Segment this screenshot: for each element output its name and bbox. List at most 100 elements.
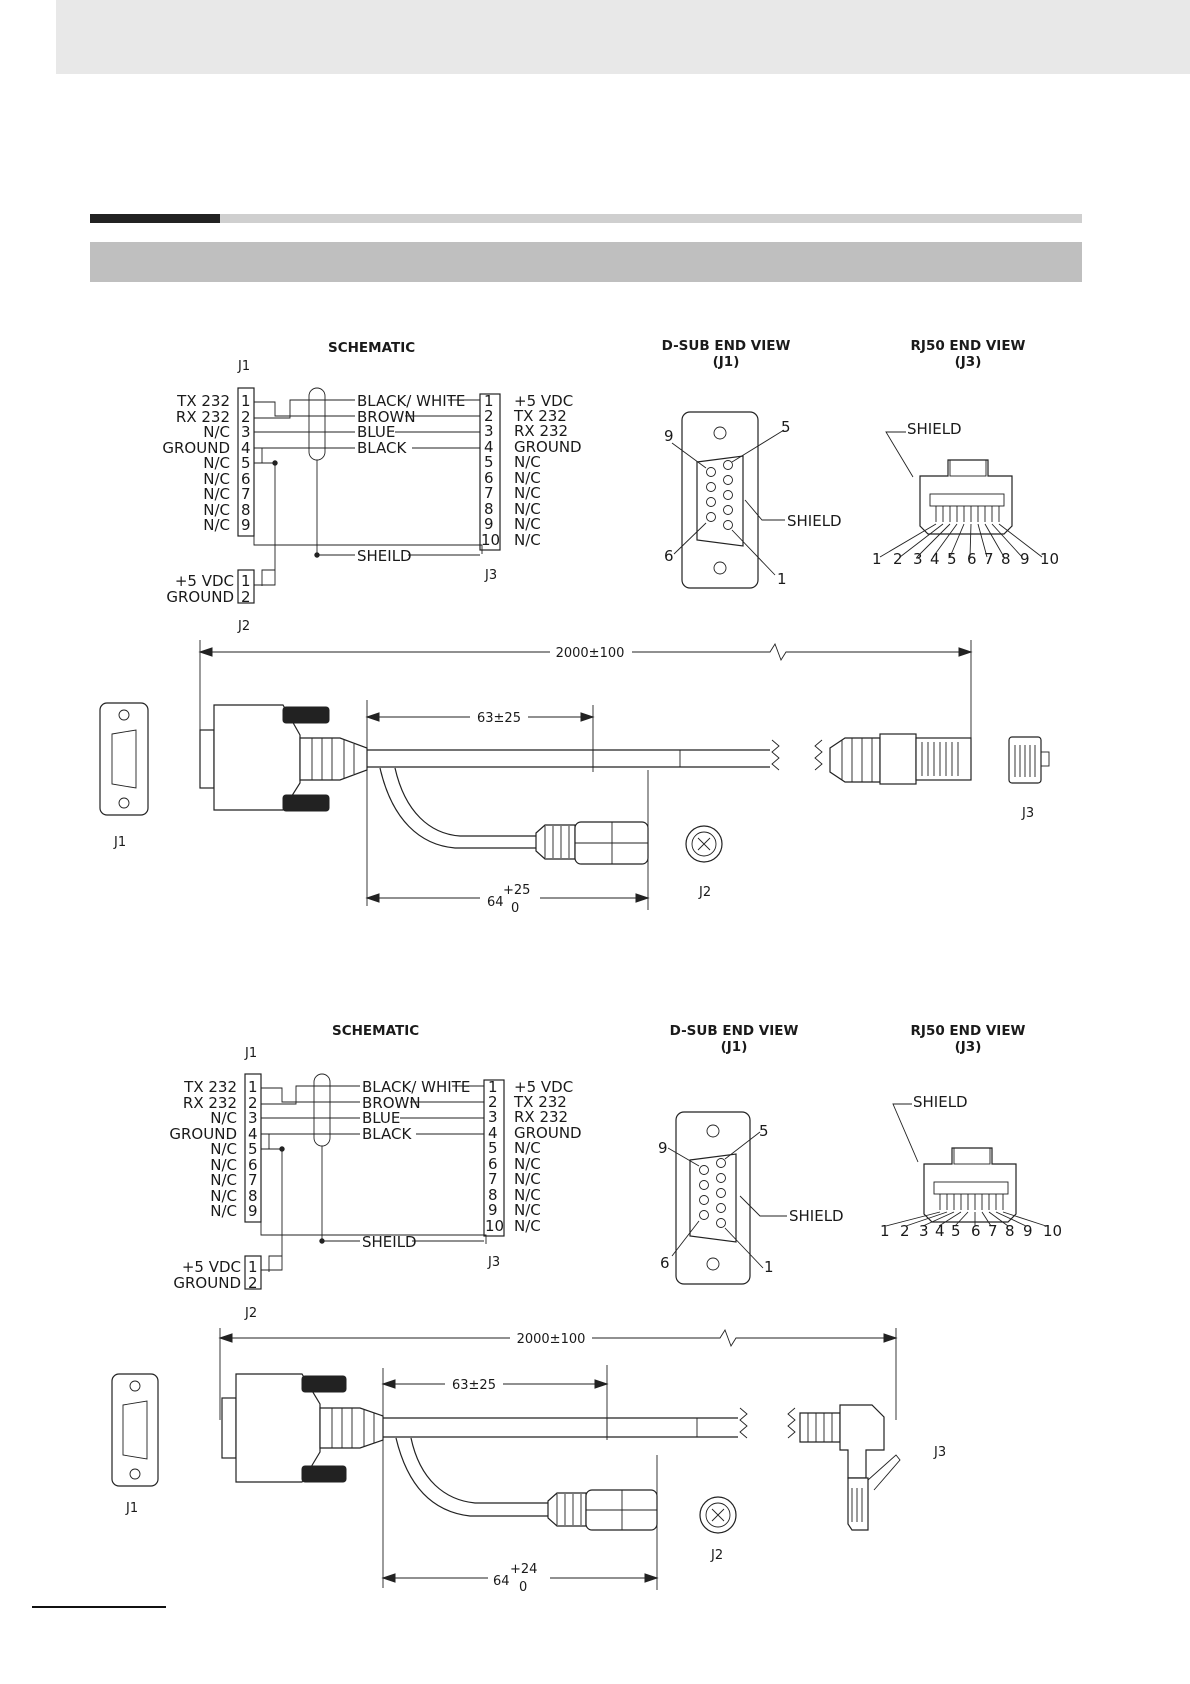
- dsub-title: D-SUB END VIEW: [670, 1023, 799, 1039]
- dsub-mount-hole-bottom: [713, 561, 727, 575]
- j1-pin-3: 3: [241, 423, 251, 441]
- j2-label: J2: [244, 1306, 257, 1321]
- j1-signal-1: TX 232: [183, 1078, 237, 1096]
- overall-length-dim: 2000±100: [556, 646, 625, 661]
- wire-label-1: BLACK/ WHITE: [362, 1078, 470, 1096]
- j3-pin-5: 5: [484, 453, 494, 471]
- j3-pin-block: [479, 393, 501, 551]
- dsub-shell: [675, 1111, 751, 1285]
- j3-signal-2: TX 232: [513, 1093, 567, 1111]
- j1-signal-3: N/C: [203, 423, 230, 441]
- rj50-end-view-1: RJ50 END VIEW (J3) SHIELD 1 2 3 4 5 6 7 …: [872, 338, 1059, 568]
- wire-label-3: BLUE: [362, 1109, 400, 1127]
- j1-signal-9: N/C: [203, 516, 230, 534]
- rj50-pin-8: 8: [1001, 550, 1011, 568]
- rj50-plug-body: [915, 737, 972, 781]
- j2-pin-2: 2: [248, 1274, 258, 1292]
- j1-pin-6: 6: [248, 1156, 258, 1174]
- jackscrew-top: [301, 1375, 347, 1393]
- j2-tol-minus: 0: [519, 1580, 527, 1595]
- dsub-subtitle: (J1): [713, 354, 740, 370]
- j2-length-dim: 64: [487, 895, 504, 910]
- rj50-housing: [919, 459, 1013, 535]
- rj50-pin-4: 4: [930, 550, 940, 568]
- wire-label-4: BLACK: [362, 1125, 412, 1143]
- jackscrew-bottom: [301, 1465, 347, 1483]
- j2-pin-block: [244, 1255, 262, 1290]
- rj50-latch: [949, 459, 987, 477]
- rj50-pin-7: 7: [984, 550, 994, 568]
- j1-pin-5: 5: [248, 1140, 258, 1158]
- j3-label: J3: [487, 1255, 500, 1270]
- section-rule: [220, 214, 1082, 223]
- j3-signal-1: +5 VDC: [514, 1078, 573, 1096]
- dsub-pin-1-label: 1: [777, 570, 787, 588]
- j3-signal-8: N/C: [514, 500, 541, 518]
- dsub-backshell: [235, 1373, 321, 1483]
- section-heading-band: [90, 242, 1082, 282]
- rj50-contact-window: [929, 493, 1005, 507]
- j2-cable-label: J2: [710, 1548, 723, 1563]
- dsub-shield-label: SHIELD: [789, 1207, 844, 1225]
- j3-pin-6: 6: [488, 1155, 498, 1173]
- j1-pin-block: [244, 1073, 262, 1223]
- shield-label: SHEILD: [357, 547, 412, 565]
- j3-signal-9: N/C: [514, 1201, 541, 1219]
- rj50-contacts: [939, 1194, 1004, 1210]
- j2-cable-label: J2: [698, 885, 711, 900]
- j3-pin-8: 8: [484, 500, 494, 518]
- rj50-pin-6: 6: [967, 550, 977, 568]
- header-band: [56, 0, 1190, 74]
- dim-line-overall: [200, 642, 971, 662]
- wire-label-3: BLUE: [357, 423, 395, 441]
- j1-signal-5: N/C: [210, 1140, 237, 1158]
- rj50-end-view-2: RJ50 END VIEW (J3) SHIELD 1 2 3 4 5 6 7 …: [880, 1023, 1062, 1240]
- j1-face-view: [111, 1373, 159, 1487]
- j3-pin-9: 9: [484, 515, 494, 533]
- j3-pin-4: 4: [488, 1124, 498, 1142]
- jackscrew-bottom: [282, 794, 330, 812]
- schematic-1: SCHEMATIC J1 TX 232 RX 232 N/C GROUND N/…: [162, 340, 581, 634]
- rj50-pin-1: 1: [872, 550, 882, 568]
- j1-signal-5: N/C: [203, 454, 230, 472]
- j1-pin-1: 1: [248, 1078, 258, 1096]
- j1-signal-7: N/C: [203, 485, 230, 503]
- j1-pin-4: 4: [248, 1125, 258, 1143]
- j1-signal-4: GROUND: [169, 1125, 237, 1143]
- j3-signal-7: N/C: [514, 1170, 541, 1188]
- strain-relief-j1: [299, 737, 368, 781]
- rj50-pin-9: 9: [1020, 550, 1030, 568]
- j3-signal-7: N/C: [514, 484, 541, 502]
- j2-pin-1: 1: [248, 1258, 258, 1276]
- ground-junction: [279, 1146, 285, 1152]
- dsub-backshell: [213, 704, 301, 811]
- rj50-title: RJ50 END VIEW: [911, 1023, 1026, 1039]
- dsub-title: D-SUB END VIEW: [662, 338, 791, 354]
- strain-relief-j3: [829, 737, 881, 783]
- dsub-shell: [681, 411, 759, 589]
- rj50-shield-leader: [892, 1103, 919, 1163]
- j1-pin-3: 3: [248, 1109, 258, 1127]
- cable-diagram-1: SCHEMATIC J1 TX 232 RX 232 N/C GROUND N/…: [99, 338, 1059, 916]
- dsub-end-view-1: D-SUB END VIEW (J1) 9 5 6 1 SHIELD: [662, 338, 842, 589]
- rj50-contact-window: [933, 1181, 1009, 1195]
- j3-signal-9: N/C: [514, 515, 541, 533]
- j1-signal-2: RX 232: [183, 1094, 237, 1112]
- j2-strain-relief: [547, 1492, 587, 1527]
- j1-cable-label: J1: [113, 835, 126, 850]
- dsub-face: [689, 1153, 737, 1243]
- dsub-mount-hole-top: [706, 1124, 720, 1138]
- j3-label: J3: [484, 568, 497, 583]
- schematic-wires: [260, 1073, 487, 1272]
- rj50-title: RJ50 END VIEW: [911, 338, 1026, 354]
- j1-signal-6: N/C: [210, 1156, 237, 1174]
- j3-pin-7: 7: [484, 484, 494, 502]
- rj50-subtitle: (J3): [955, 354, 982, 370]
- j3-signal-10: N/C: [514, 1217, 541, 1235]
- j2-branch-top: [379, 767, 536, 849]
- j3-signal-5: N/C: [514, 1139, 541, 1157]
- j3-pin-10: 10: [485, 1217, 504, 1235]
- shield-label: SHEILD: [362, 1233, 417, 1251]
- j1-pin-8: 8: [248, 1187, 258, 1205]
- schematic-wires: [253, 387, 483, 586]
